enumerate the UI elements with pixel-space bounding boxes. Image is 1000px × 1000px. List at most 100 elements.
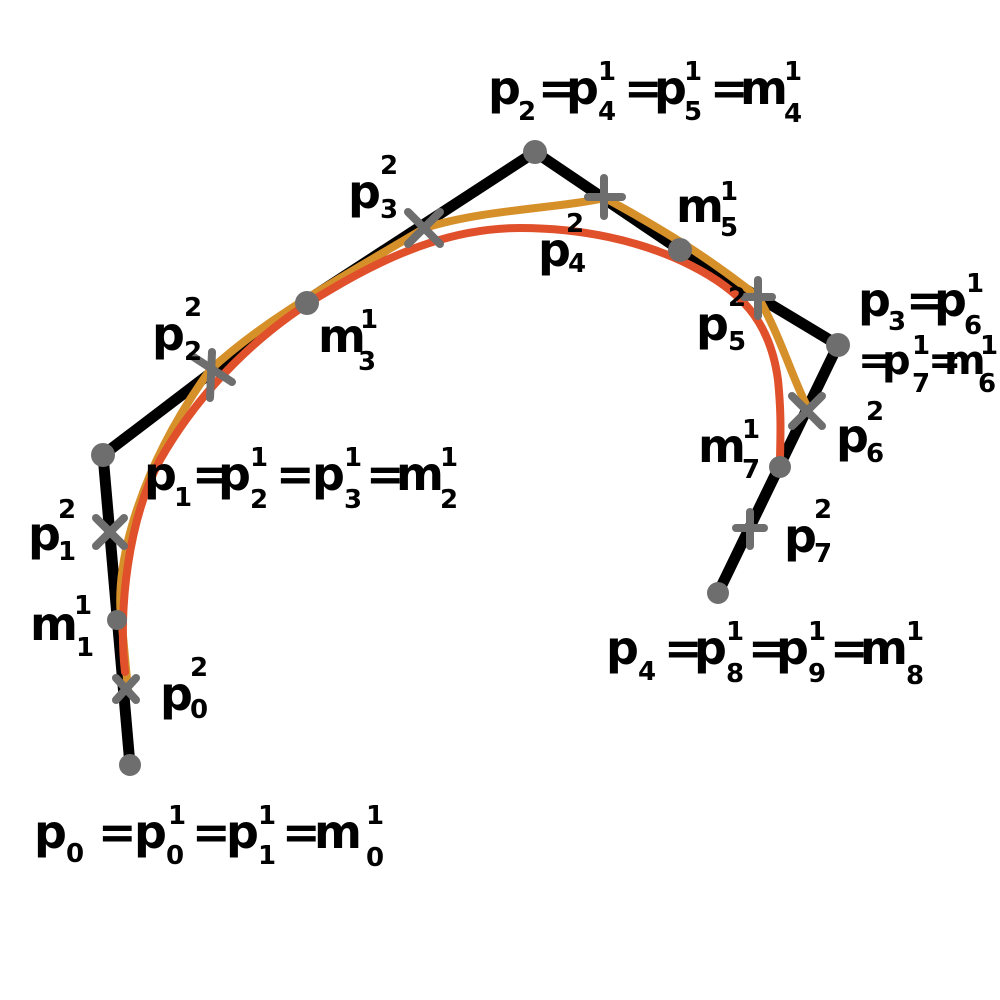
svg-text:2: 2 (380, 151, 398, 181)
svg-text:7: 7 (742, 455, 760, 485)
svg-text:m: m (698, 419, 746, 473)
label-p2-5: p 2 5 (696, 283, 746, 357)
svg-text:p: p (694, 621, 727, 675)
svg-text:=: = (858, 338, 892, 384)
svg-text:0: 0 (166, 841, 184, 871)
svg-text:p: p (654, 61, 687, 115)
svg-text:=: = (830, 621, 869, 675)
svg-text:1: 1 (726, 617, 744, 647)
svg-text:m: m (944, 338, 986, 384)
label-m1-5: m 1 5 (676, 177, 738, 243)
svg-text:m: m (30, 597, 78, 651)
svg-text:p: p (134, 805, 167, 859)
cross-p2-3 (404, 208, 444, 248)
svg-text:p: p (566, 61, 599, 115)
svg-text:1: 1 (168, 801, 186, 831)
label-p3-row1: p 3 = p 1 6 (858, 269, 984, 341)
svg-text:p: p (836, 409, 869, 463)
svg-text:8: 8 (906, 661, 924, 691)
svg-text:5: 5 (728, 327, 746, 357)
svg-text:2: 2 (250, 485, 268, 515)
point-m1-5 (668, 238, 692, 262)
point-m1-7 (769, 456, 791, 478)
svg-text:p: p (28, 507, 61, 561)
point-m1-1 (107, 610, 127, 630)
svg-text:7: 7 (912, 369, 930, 399)
svg-text:m: m (676, 179, 724, 233)
svg-text:1: 1 (906, 617, 924, 647)
svg-text:2: 2 (440, 485, 458, 515)
svg-text:=: = (906, 273, 945, 327)
svg-text:0: 0 (66, 839, 84, 869)
svg-text:1: 1 (966, 269, 984, 299)
label-m1-3: m 1 3 (318, 305, 378, 377)
label-m1-7: m 1 7 (698, 415, 760, 485)
svg-text:1: 1 (76, 633, 94, 663)
cross-p2-5 (740, 276, 776, 320)
svg-text:m: m (860, 621, 908, 675)
svg-text:=: = (538, 61, 577, 115)
label-p2-6: p 2 6 (836, 397, 884, 469)
cross-p2-7 (732, 508, 768, 550)
svg-text:m: m (396, 447, 444, 501)
svg-text:3: 3 (380, 195, 398, 225)
svg-text:2: 2 (184, 293, 202, 323)
svg-text:2: 2 (566, 209, 584, 239)
svg-text:=: = (192, 805, 231, 859)
svg-text:m: m (740, 61, 788, 115)
svg-text:2: 2 (58, 495, 76, 525)
svg-text:6: 6 (866, 439, 884, 469)
svg-text:2: 2 (814, 495, 832, 525)
svg-text:m: m (314, 805, 362, 859)
svg-text:p: p (226, 805, 259, 859)
svg-text:1: 1 (74, 591, 92, 621)
svg-text:=: = (928, 338, 962, 384)
svg-text:5: 5 (720, 213, 738, 243)
svg-text:p: p (218, 447, 251, 501)
svg-text:m: m (318, 309, 366, 363)
svg-text:=: = (664, 621, 703, 675)
point-p3 (826, 333, 850, 357)
svg-text:1: 1 (912, 331, 930, 361)
svg-text:1: 1 (366, 801, 384, 831)
svg-text:7: 7 (814, 539, 832, 569)
svg-text:2: 2 (190, 653, 208, 683)
svg-text:p: p (348, 165, 381, 219)
label-p2-2: p 2 2 (152, 293, 202, 367)
svg-text:0: 0 (190, 695, 208, 725)
svg-text:=: = (282, 805, 321, 859)
svg-text:=: = (748, 621, 787, 675)
svg-text:8: 8 (726, 659, 744, 689)
svg-text:=: = (276, 447, 315, 501)
svg-text:1: 1 (742, 415, 760, 445)
svg-text:1: 1 (58, 537, 76, 567)
svg-text:p: p (696, 297, 729, 351)
svg-text:3: 3 (344, 485, 362, 515)
svg-text:1: 1 (258, 801, 276, 831)
label-top-p2: p 2 = p 1 4 = p 1 5 = m 1 4 (488, 57, 802, 129)
svg-text:1: 1 (720, 177, 738, 207)
svg-text:1: 1 (344, 443, 362, 473)
svg-text:p: p (776, 621, 809, 675)
svg-text:2: 2 (866, 397, 884, 427)
svg-text:p: p (784, 509, 817, 563)
svg-text:p: p (160, 667, 193, 721)
svg-text:2: 2 (728, 283, 746, 313)
point-m1-3 (295, 291, 319, 315)
svg-text:1: 1 (258, 841, 276, 871)
point-p4 (707, 582, 729, 604)
svg-text:1: 1 (808, 617, 826, 647)
label-p0-row: p 0 = p 1 0 = p 1 1 = m 1 0 (34, 801, 384, 873)
label-m1-1: m 1 1 (30, 591, 94, 663)
svg-text:3: 3 (888, 307, 906, 337)
cross-p2-4 (584, 174, 626, 220)
svg-text:=: = (98, 805, 137, 859)
svg-text:1: 1 (784, 57, 802, 87)
svg-text:2: 2 (518, 97, 536, 127)
svg-text:0: 0 (366, 843, 384, 873)
svg-text:p: p (538, 223, 571, 277)
cross-p2-6 (788, 392, 826, 430)
svg-text:p: p (606, 621, 639, 675)
label-p1-row: p 1 = p 1 2 = p 1 3 = m 1 2 (144, 443, 458, 515)
